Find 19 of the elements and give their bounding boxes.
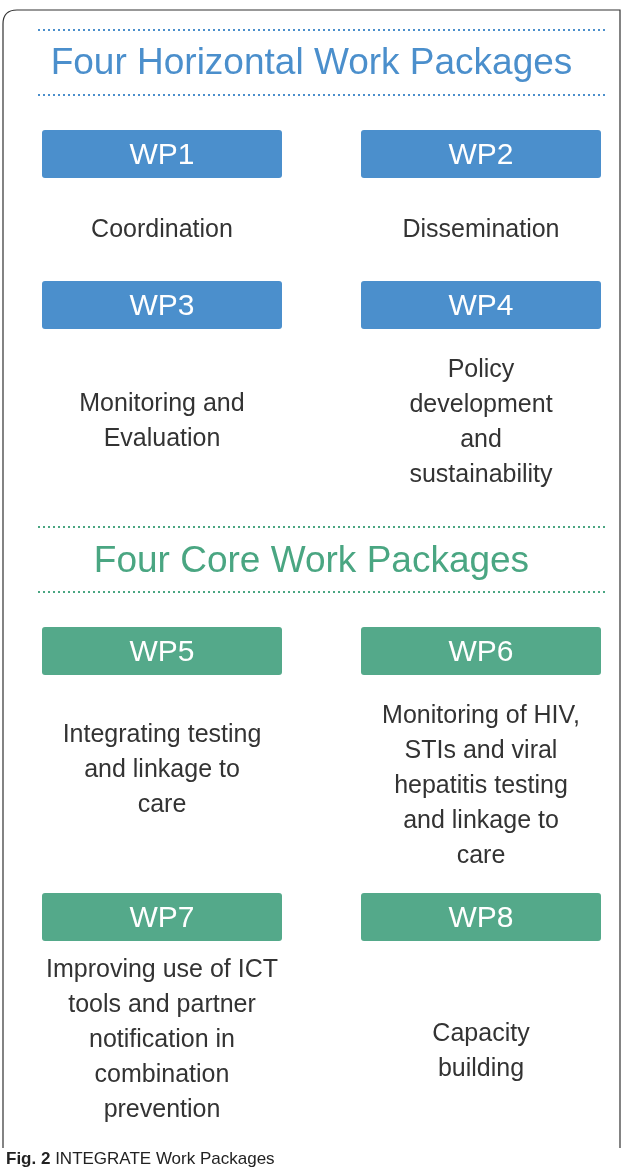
package-description: Improving use of ICT tools and partner notification in combination prevention <box>45 952 279 1124</box>
package-description: Policy development and sustainability <box>408 353 554 489</box>
package-header-bar: WP2 <box>361 130 601 178</box>
package-description: Capacity building <box>431 1017 531 1083</box>
package-header-bar: WP1 <box>42 130 282 178</box>
section-heading: Four Core Work Packages <box>92 538 531 582</box>
section-heading: Four Horizontal Work Packages <box>49 40 574 84</box>
package-header-bar: WP3 <box>42 281 282 329</box>
package-description: Integrating testing and linkage to care <box>62 717 262 819</box>
package-header-bar: WP7 <box>42 893 282 941</box>
figure-caption: Fig. 2 INTEGRATE Work Packages <box>6 1149 275 1169</box>
package-description: Monitoring of HIV, STIs and viral hepatitis testing and linkage to care <box>381 698 581 870</box>
package-description: Monitoring and Evaluation <box>78 387 246 453</box>
package-description: Coordination <box>90 212 234 244</box>
package-description: Dissemination <box>401 212 561 244</box>
package-header-bar: WP8 <box>361 893 601 941</box>
package-header-bar: WP6 <box>361 627 601 675</box>
package-header-bar: WP5 <box>42 627 282 675</box>
package-header-bar: WP4 <box>361 281 601 329</box>
